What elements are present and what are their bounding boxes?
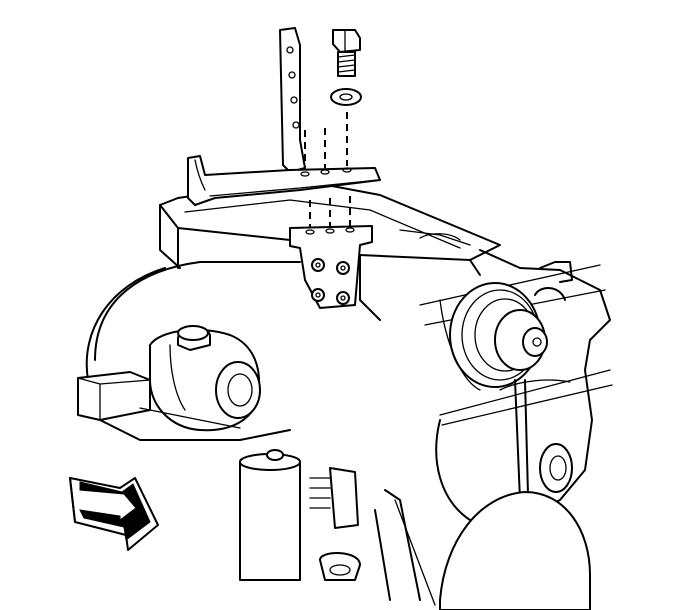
timing-cover [514, 379, 573, 501]
washer-icon [330, 88, 362, 106]
bolt-icon [332, 29, 361, 77]
pulley-icon [439, 282, 548, 391]
pipe [239, 449, 301, 581]
bracket-mount-bolts [311, 258, 350, 305]
lower-bracket [289, 225, 373, 309]
crank-pulley [439, 491, 591, 610]
arrow-icon [69, 477, 159, 551]
alignment-lines [304, 112, 351, 228]
mounting-bracket [187, 27, 381, 206]
sensor [309, 467, 436, 606]
turbocharger-icon [77, 325, 261, 432]
